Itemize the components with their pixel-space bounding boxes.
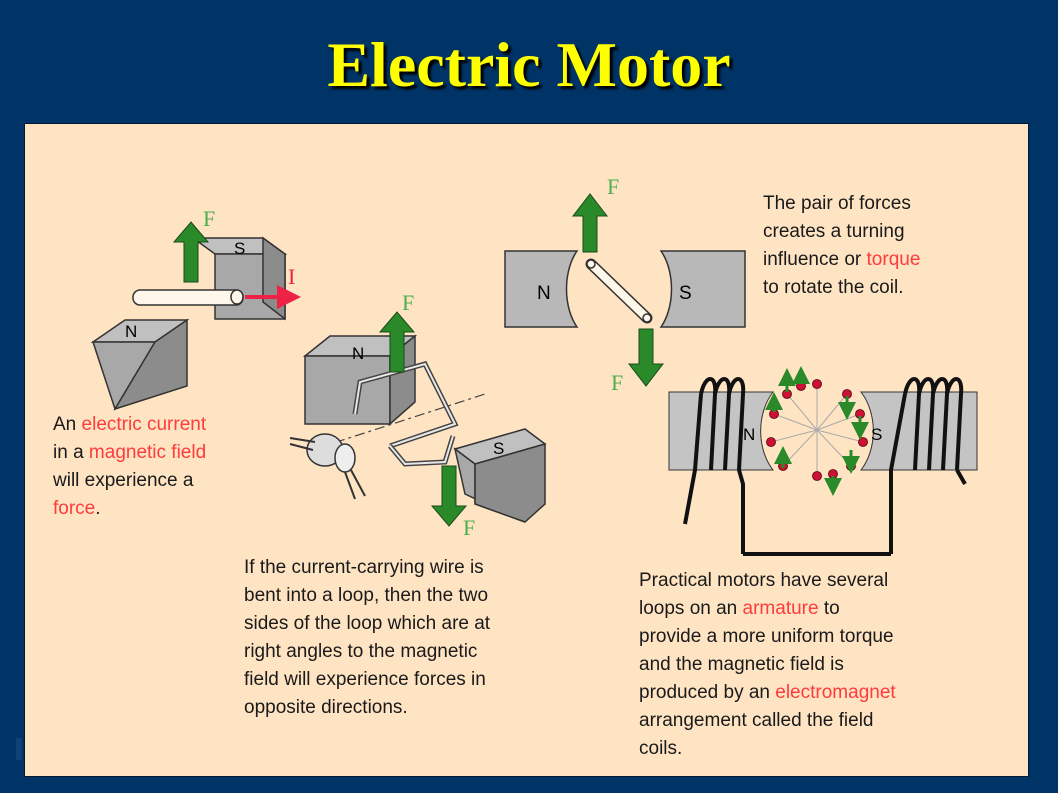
highlight-torque: torque [866,249,921,270]
force-label-2b: F [463,515,475,540]
straight-wire [132,289,244,306]
force-arrow-1 [172,221,210,283]
svg-text:S: S [679,283,692,304]
svg-text:S: S [871,425,882,444]
svg-text:N: N [352,344,364,363]
svg-text:S: S [493,439,504,458]
caption-straight-wire: An electric current in a magnetic field … [53,414,207,519]
north-magnet-1: N [90,318,190,411]
force-label-1: F [203,206,215,231]
force-arrow-up-3 [571,193,609,253]
torque-diagram: N S F F [504,174,746,395]
north-pole-3 [504,250,579,328]
highlight-electromagnet: electromagnet [775,682,896,703]
straight-wire-diagram: S I N F [90,206,301,411]
south-pole-3 [659,250,746,328]
force-label-3a: F [607,174,619,199]
highlight-electric-current: electric current [81,414,207,435]
force-arrow-down-3 [627,328,665,387]
caption-loop: If the current-carrying wire is bent int… [244,557,491,718]
armature [765,366,869,496]
south-magnet-2: S [453,428,547,523]
practical-motor-diagram: N S [668,366,978,556]
rotating-coil [585,258,653,324]
diagram-panel: S I N F [24,123,1029,777]
loop-diagram: N S [289,290,547,540]
page-title: Electric Motor [327,29,731,100]
south-magnet-1: S [190,236,288,321]
svg-text:N: N [743,425,755,444]
svg-text:N: N [125,322,137,341]
current-label: I [288,264,295,289]
caption-practical: Practical motors have several loops on a… [639,570,896,759]
force-arrow-down-2 [430,465,468,527]
force-label-2a: F [402,290,414,315]
field-coil-right [889,377,967,554]
diagram-graphics: S I N F [90,174,978,556]
svg-text:N: N [537,283,551,304]
caption-torque: The pair of forces creates a turning inf… [763,193,921,298]
north-magnet-2: N [302,334,418,426]
field-coil-left [683,377,746,554]
svg-text:S: S [234,239,245,258]
commutator [289,433,366,500]
force-arrow-up-2 [378,311,416,373]
highlight-armature: armature [742,598,819,619]
slide-edge-mark [16,738,22,760]
highlight-force: force [53,498,96,519]
north-pole-4 [668,391,775,471]
force-label-3b: F [611,370,623,395]
highlight-magnetic-field: magnetic field [88,442,207,463]
